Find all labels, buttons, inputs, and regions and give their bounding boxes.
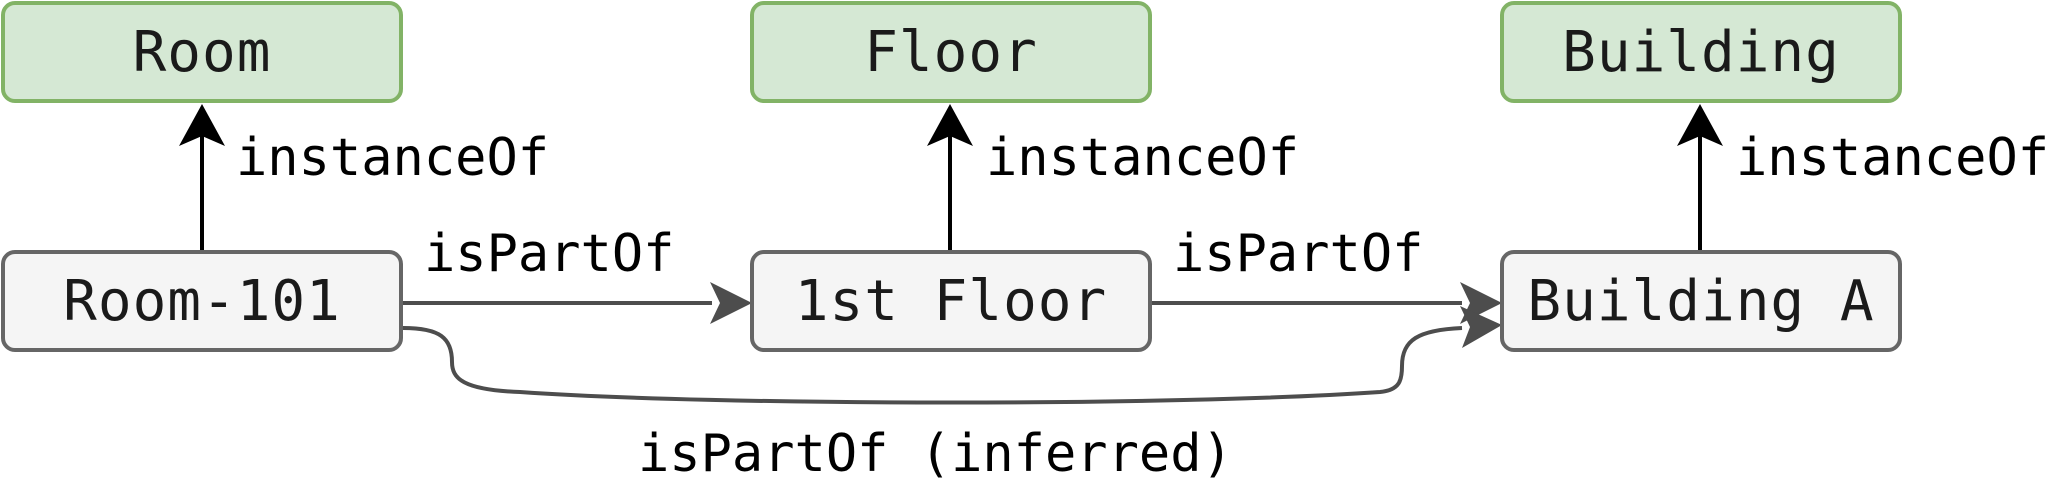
class-node-label: Building [1562, 19, 1840, 85]
instance-node-label: 1st Floor [794, 268, 1108, 334]
edge-label-instanceof-floor: instanceOf [986, 128, 1300, 188]
edge-label-floor-ispartof-building: isPartOf [1173, 224, 1424, 284]
class-node-floor[interactable]: Floor [750, 1, 1152, 103]
edge-label-room-ispartof-building-inferred: isPartOf (inferred) [638, 424, 1233, 484]
instance-node-building-a[interactable]: Building A [1500, 250, 1902, 352]
class-node-label: Room [132, 19, 272, 85]
class-node-building[interactable]: Building [1500, 1, 1902, 103]
edge-floor-ispartof-building [1152, 282, 1502, 324]
class-node-label: Floor [864, 19, 1038, 85]
instance-node-label: Building A [1527, 268, 1875, 334]
edge-instanceof-building [1677, 104, 1723, 250]
edge-room-ispartof-building-inferred [402, 306, 1502, 405]
instance-node-1st-floor[interactable]: 1st Floor [750, 250, 1152, 352]
instance-node-room-101[interactable]: Room-101 [1, 250, 403, 352]
edge-label-instanceof-building: instanceOf [1736, 128, 2050, 188]
class-node-room[interactable]: Room [1, 1, 403, 103]
edge-label-room-ispartof-floor: isPartOf [424, 224, 675, 284]
edge-instanceof-room [179, 104, 225, 250]
edge-instanceof-floor [927, 104, 973, 250]
edge-label-instanceof-room: instanceOf [236, 128, 550, 188]
instance-node-label: Room-101 [63, 268, 341, 334]
edge-room-ispartof-floor [403, 282, 752, 324]
